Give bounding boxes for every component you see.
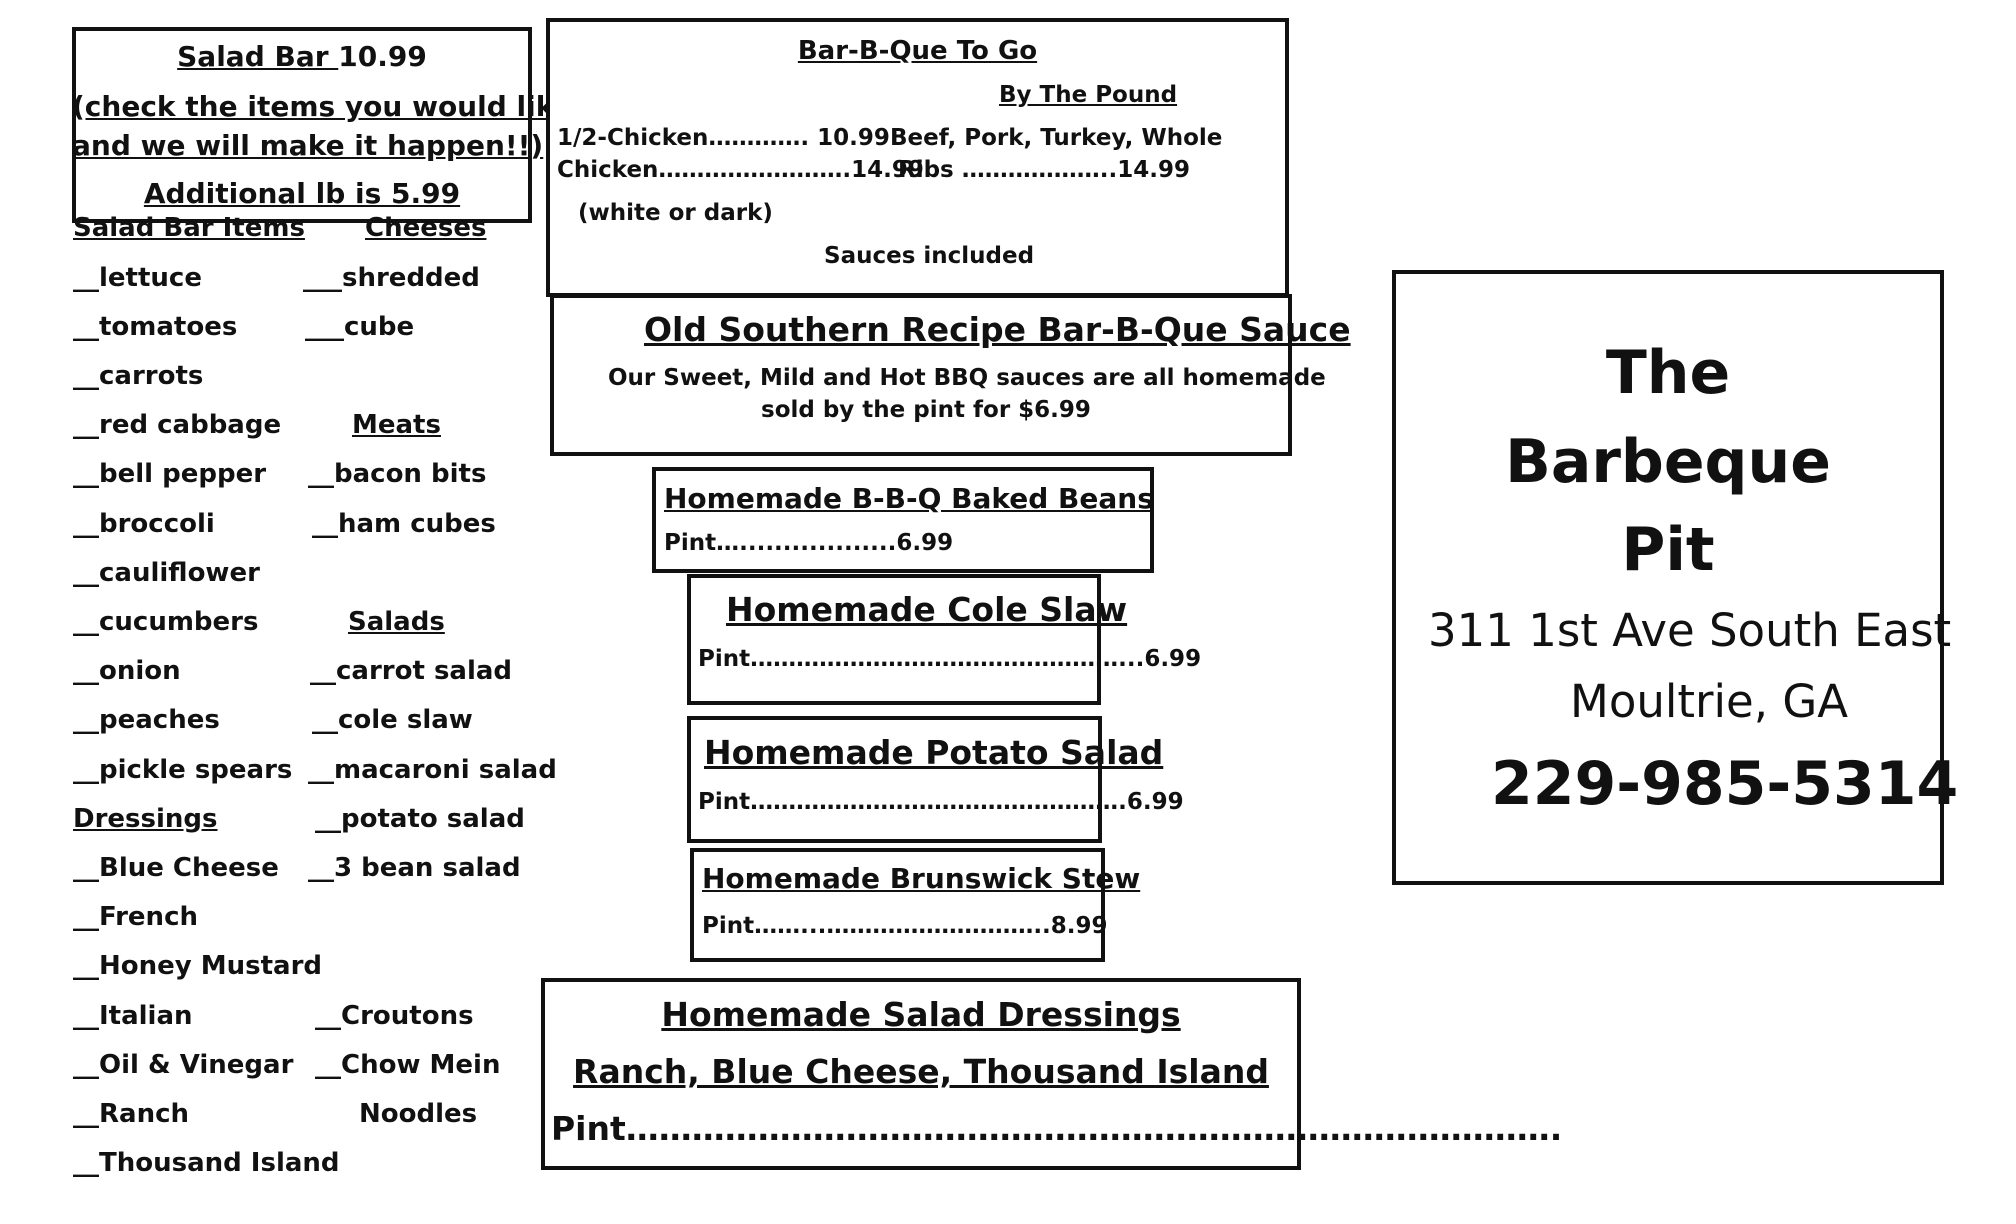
list-item: __red cabbage (73, 410, 282, 440)
bbq-line1-left: 1/2-Chicken…………. 10.99 (557, 125, 890, 151)
bbq-by-pound: By The Pound (999, 82, 1178, 108)
list-item: __Ranch (73, 1099, 189, 1129)
list-item: Noodles (359, 1099, 478, 1129)
list-item: ___shredded (303, 263, 480, 293)
list-item: __macaroni salad (308, 755, 557, 785)
sauce-line1: Our Sweet, Mild and Hot BBQ sauces are a… (608, 365, 1326, 391)
list-item: __potato salad (315, 804, 525, 834)
salad-bar-instruction-1: (check the items you would like (72, 90, 573, 123)
list-item: __ham cubes (312, 509, 496, 539)
list-item: __Italian (73, 1001, 193, 1031)
list-item: __Thousand Island (73, 1148, 340, 1178)
list-item: __lettuce (73, 263, 202, 293)
list-item: __Oil & Vinegar (73, 1050, 294, 1080)
restaurant-info-box (1392, 270, 1944, 885)
list-item: __Chow Mein (315, 1050, 501, 1080)
list-item: __peaches (73, 705, 220, 735)
salad-bar-price: 10.99 (338, 40, 427, 73)
salad-dressings-types: Ranch, Blue Cheese, Thousand Island (573, 1052, 1269, 1091)
cole-slaw-price: Pint…………………………………………...6.99 (698, 646, 1202, 672)
salad-dressings-box (541, 978, 1301, 1170)
restaurant-name-line3: Pit (1621, 515, 1715, 585)
bbq-white-dark: (white or dark) (578, 200, 773, 226)
dressings-header: Dressings (73, 804, 218, 834)
salad-bar-title: Salad Bar (177, 40, 339, 73)
list-item: __bacon bits (308, 459, 487, 489)
restaurant-name-line1: The (1605, 338, 1731, 408)
bbq-line2-left: Chicken…………………….14.99 (557, 157, 924, 183)
bbq-sauces-included: Sauces included (824, 243, 1035, 269)
baked-beans-title: Homemade B-B-Q Baked Beans (664, 482, 1154, 515)
cole-slaw-title: Homemade Cole Slaw (726, 590, 1128, 629)
list-item: __pickle spears (73, 755, 293, 785)
list-item: __cole slaw (312, 705, 473, 735)
potato-salad-box (687, 716, 1102, 843)
sauce-title: Old Southern Recipe Bar-B-Que Sauce (644, 310, 1351, 349)
list-item: __bell pepper (73, 459, 267, 489)
salad-bar-additional: Additional lb is 5.99 (143, 177, 461, 210)
salad-bar-title-line: Salad Bar 10.99 (72, 40, 532, 73)
potato-salad-title: Homemade Potato Salad (704, 733, 1164, 772)
list-item: ___cube (305, 312, 415, 342)
brunswick-stew-price: Pint……...………………………..8.99 (702, 913, 1108, 939)
restaurant-name-line2: Barbeque (1505, 427, 1831, 497)
list-item: __carrots (73, 361, 204, 391)
list-item: __broccoli (73, 509, 215, 539)
salad-bar-box (72, 27, 532, 223)
cole-slaw-box (687, 574, 1101, 705)
list-item: __Blue Cheese (73, 853, 279, 883)
list-item: __Croutons (315, 1001, 474, 1031)
list-item: __cucumbers (73, 607, 259, 637)
sauce-box (550, 294, 1292, 456)
restaurant-city: Moultrie, GA (1570, 675, 1848, 728)
list-item: __cauliflower (73, 558, 260, 588)
restaurant-address: 311 1st Ave South East (1428, 604, 1952, 657)
salad-bar-instruction-2: and we will make it happen!!) (72, 129, 544, 162)
baked-beans-box (652, 467, 1154, 573)
salad-dressings-price: Pint…………………………………………………………………………. (551, 1109, 1563, 1148)
salad-items-header: Salad Bar Items (73, 213, 305, 243)
sauce-line2: sold by the pint for $6.99 (761, 397, 1091, 423)
list-item: __tomatoes (73, 312, 238, 342)
salad-dressings-title: Homemade Salad Dressings (661, 995, 1181, 1034)
potato-salad-price: Pint………………………………………….6.99 (698, 789, 1184, 815)
baked-beans-price: Pint…..................6.99 (664, 530, 954, 556)
list-item: __French (73, 902, 198, 932)
bbq-to-go-box (546, 18, 1289, 297)
brunswick-stew-box (690, 848, 1105, 962)
brunswick-stew-title: Homemade Brunswick Stew (702, 862, 1141, 895)
bbq-line2-right: Ribs ………………..14.99 (898, 157, 1190, 183)
bbq-to-go-title: Bar-B-Que To Go (797, 36, 1038, 66)
cheeses-header: Cheeses (365, 213, 487, 243)
restaurant-phone: 229-985-5314 (1491, 749, 1959, 819)
meats-header: Meats (352, 410, 441, 440)
bbq-line1-right: Beef, Pork, Turkey, Whole (890, 125, 1223, 151)
list-item: __Honey Mustard (73, 951, 323, 981)
list-item: __3 bean salad (308, 853, 521, 883)
salads-header: Salads (348, 607, 445, 637)
list-item: __onion (73, 656, 181, 686)
list-item: __carrot salad (310, 656, 513, 686)
